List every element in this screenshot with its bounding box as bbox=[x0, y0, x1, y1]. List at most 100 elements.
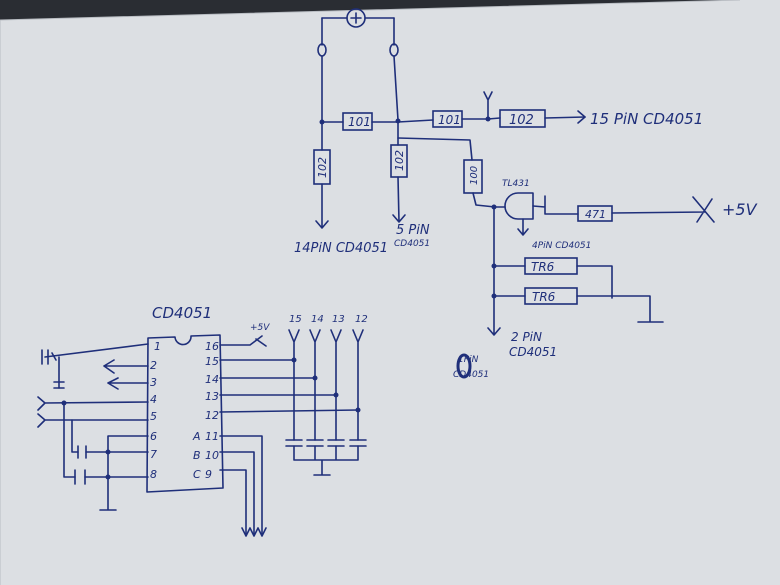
pin-number: 7 bbox=[150, 448, 157, 461]
pin-label: C bbox=[193, 468, 201, 481]
junction-dot bbox=[491, 204, 497, 210]
resistor-label: 471 bbox=[585, 208, 606, 221]
pin-number: 4 bbox=[150, 393, 157, 406]
arrow-14pin-icon bbox=[315, 183, 329, 229]
pin-number: 11 bbox=[205, 430, 219, 443]
pin-number: 6 bbox=[150, 430, 157, 443]
pin-top-label: 14 bbox=[311, 314, 324, 325]
pin7-link bbox=[71, 419, 149, 453]
chip-circuit: CD4051 1 2 3 4 5 6 7 8 16 15 14 13 12 11… bbox=[37, 304, 368, 537]
pin-top-label: 15 bbox=[289, 314, 302, 325]
pin-number: 2 bbox=[150, 359, 157, 372]
regulator-symbol bbox=[504, 192, 534, 220]
pin-ground-link bbox=[63, 402, 149, 478]
resistor-label: 101 bbox=[438, 113, 461, 127]
label-4pin: 4PiN CD4051 bbox=[532, 241, 591, 251]
junction-dot bbox=[355, 407, 361, 413]
arrow-5pin-icon bbox=[392, 176, 406, 223]
junction-dot bbox=[105, 449, 111, 455]
pin-number: 3 bbox=[150, 376, 157, 389]
capacitor-pin1 bbox=[41, 349, 57, 365]
label-2pin-chip: CD4051 bbox=[509, 345, 557, 359]
resistor-tr6-a bbox=[524, 257, 578, 275]
arrow-2pin-icon bbox=[487, 206, 501, 336]
input-line-12 bbox=[352, 329, 364, 441]
label-plus5v: +5V bbox=[722, 200, 758, 219]
chip-body bbox=[146, 334, 224, 493]
to-regulator-wire bbox=[472, 192, 506, 208]
pin-number: 8 bbox=[150, 468, 157, 481]
resistor-label: 102 bbox=[393, 150, 406, 171]
address-lines bbox=[219, 435, 263, 536]
input-line-13 bbox=[330, 329, 342, 441]
resistor-label: 102 bbox=[509, 113, 534, 128]
pin-number: 16 bbox=[205, 340, 219, 353]
pin-number: 14 bbox=[205, 373, 219, 386]
left-pins: 1 2 3 4 5 6 7 8 bbox=[150, 340, 161, 481]
capacitor-pin1-ground bbox=[53, 381, 65, 389]
pin-number: 12 bbox=[205, 409, 219, 422]
resistor-102-center bbox=[390, 144, 408, 178]
capacitor-ground bbox=[293, 445, 359, 476]
regulator-wire bbox=[532, 195, 579, 215]
chip-title: CD4051 bbox=[152, 304, 212, 322]
input-line-14 bbox=[309, 329, 321, 441]
capacitor-pin7 bbox=[77, 445, 87, 459]
address-arrows-icon bbox=[241, 527, 267, 537]
junction-dot bbox=[395, 118, 401, 124]
arrow-4pin-icon bbox=[517, 218, 529, 236]
meter-leads bbox=[321, 17, 395, 46]
pin2-arrow-icon bbox=[103, 359, 149, 374]
ground-rail bbox=[99, 435, 149, 511]
meter-arrow-icon bbox=[350, 12, 362, 24]
label-1pin-chip: CD4051 bbox=[453, 370, 489, 380]
junction-dot bbox=[319, 119, 325, 125]
pin-label: B bbox=[193, 449, 201, 462]
pin-number: 13 bbox=[205, 390, 219, 403]
junction-dot bbox=[491, 263, 497, 269]
supply-wire bbox=[611, 196, 715, 223]
label-5pin-chip: CD4051 bbox=[394, 239, 430, 249]
pin-number: 9 bbox=[205, 468, 212, 481]
capacitor-pin8 bbox=[74, 469, 86, 485]
pin-number: 15 bbox=[205, 355, 219, 368]
resistor-label: 100 bbox=[469, 166, 480, 185]
upper-circuit: 101 101 102 15 PiN CD4051 102 14PiN CD40… bbox=[294, 8, 758, 380]
marker-circle bbox=[456, 353, 472, 379]
label-5pin: 5 PiN bbox=[396, 223, 430, 238]
junction-dot bbox=[61, 400, 67, 406]
pin3-arrow-icon bbox=[107, 377, 149, 390]
resistor-101-a bbox=[342, 112, 373, 131]
resistor-tr6-b bbox=[524, 287, 578, 305]
label-15pin: 15 PiN CD4051 bbox=[590, 110, 703, 128]
resistor-label: TR6 bbox=[531, 260, 555, 274]
pin5-wire bbox=[37, 413, 149, 428]
junction-dot bbox=[291, 357, 297, 363]
resistor-label: 102 bbox=[316, 157, 329, 178]
resistor-101-b bbox=[432, 110, 463, 128]
pin-number: 1 bbox=[154, 340, 161, 353]
tap-mark bbox=[483, 91, 493, 120]
pin-number: 10 bbox=[205, 449, 219, 462]
label-plus5v-chip: +5V bbox=[250, 323, 270, 333]
pin-label: A bbox=[192, 430, 201, 443]
right-pins: 16 15 14 13 12 11 10 9 A B C bbox=[192, 340, 219, 481]
arrow-15pin-icon bbox=[577, 110, 586, 124]
junction-dot bbox=[312, 375, 318, 381]
resistor-label: TR6 bbox=[532, 290, 556, 304]
branch-wire bbox=[397, 137, 473, 161]
tr6-wire bbox=[493, 265, 613, 299]
pin-number: 5 bbox=[150, 410, 157, 423]
pin1-wire bbox=[44, 343, 149, 389]
tr6-ground-wire bbox=[493, 295, 664, 323]
pin16-supply-wire bbox=[219, 335, 267, 347]
label-2pin: 2 PiN bbox=[511, 330, 542, 344]
regulator-label: TL431 bbox=[502, 179, 530, 189]
pin-top-label: 12 bbox=[355, 314, 368, 325]
resistor-102-h bbox=[499, 109, 546, 128]
label-14pin: 14PiN CD4051 bbox=[294, 241, 388, 256]
junction-dot bbox=[333, 392, 339, 398]
